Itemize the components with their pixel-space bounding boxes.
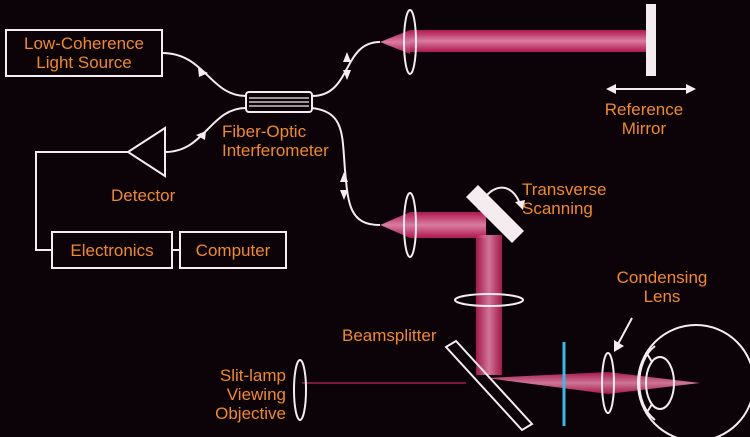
sample-beam (410, 212, 486, 238)
fiber-source (161, 52, 247, 97)
arrow-sample-down (340, 190, 348, 200)
fiber-optic-interferometer-label: Fiber-Optic Interferometer (222, 122, 329, 160)
arrow-reference-up (343, 52, 351, 62)
reference-lens (403, 9, 417, 75)
computer-label: Computer (195, 241, 271, 260)
reference-mirror-label: Reference Mirror (604, 100, 684, 138)
fiber-detector (164, 107, 247, 153)
beamsplitter-label: Beamsplitter (342, 326, 437, 345)
detector-electronics-wire (35, 151, 128, 251)
sample-lens (403, 192, 417, 258)
slit-lamp-lens (293, 359, 307, 421)
scan-rotation-arrow (479, 186, 521, 206)
transverse-scanning-label: Transverse Scanning (522, 180, 607, 218)
slit-lamp-objective-label: Slit-lamp Viewing Objective (215, 366, 286, 423)
reference-beam (410, 30, 646, 52)
fiber-reference (311, 41, 381, 97)
fiber-sample (311, 107, 381, 226)
arrow-reference-down (343, 70, 351, 80)
electronics-label: Electronics (70, 241, 154, 260)
detector-icon (126, 126, 166, 178)
condensing-arrow-head (614, 340, 624, 352)
scan-arrow-head-right (515, 200, 525, 210)
condensing-lens (601, 352, 615, 414)
condensing-arrow (617, 317, 633, 345)
mirror-arrow-left (606, 84, 616, 94)
reference-mirror (646, 4, 656, 76)
scan-arrow-head-left (476, 199, 486, 210)
detector-label: Detector (111, 186, 176, 205)
reference-beam-cone (380, 30, 410, 54)
sample-beam-cone (380, 212, 410, 238)
beamsplitter (444, 339, 534, 432)
arrow-sample-up (340, 172, 348, 182)
eye-icon (637, 324, 750, 437)
scanning-mirror (466, 185, 524, 243)
condensing-lens-label: Condensing Lens (616, 268, 708, 306)
mirror-arrow-right (686, 84, 696, 94)
light-source-label: Low-Coherence Light Source (23, 34, 144, 72)
fiber-coupler (245, 91, 313, 113)
relay-lens (454, 293, 524, 307)
eye-beam (486, 372, 700, 394)
arrow-source (198, 68, 208, 77)
arrow-detector (196, 131, 206, 140)
